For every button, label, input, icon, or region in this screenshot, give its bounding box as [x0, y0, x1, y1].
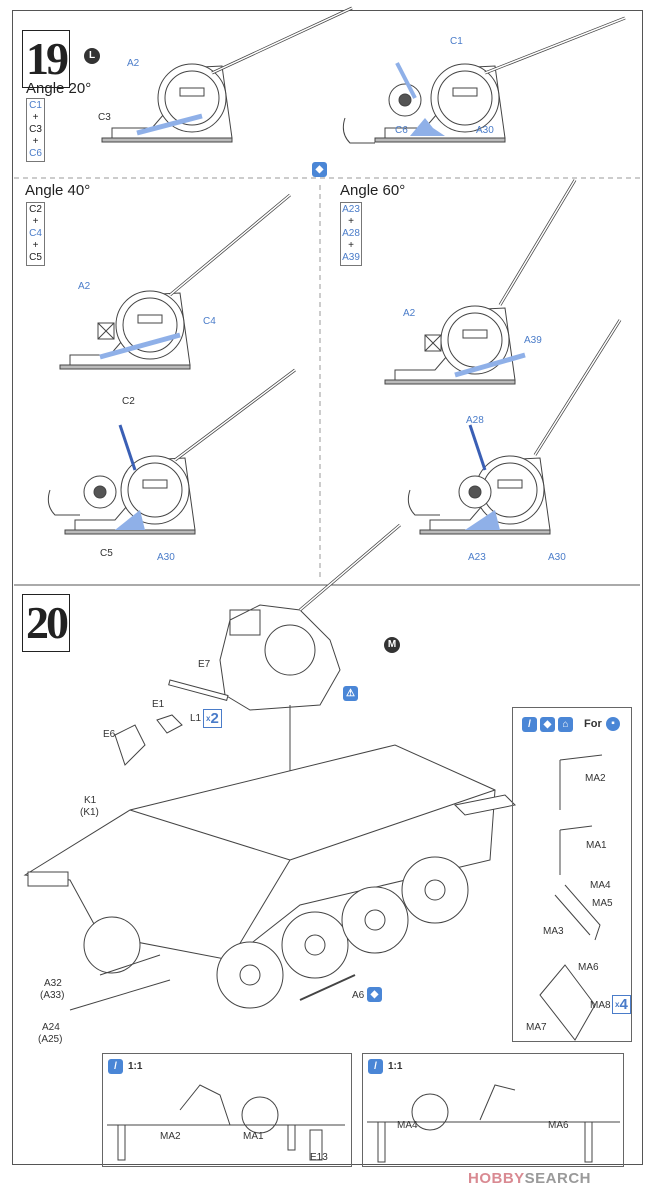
label-a30: A30 [476, 125, 494, 136]
label-l1: L1 [190, 713, 202, 724]
label-ma6: MA6 [578, 962, 599, 973]
label-ma3: MA3 [543, 926, 564, 937]
plus: + [32, 216, 39, 227]
gun-angle40-rear [47, 368, 296, 535]
label-c1: C1 [450, 36, 463, 47]
label-k1: K1 [84, 795, 97, 806]
label-c5: C5 [100, 548, 113, 559]
alternative-option-icon: ◆ [367, 987, 382, 1002]
watermark-part2: SEARCH [524, 1170, 592, 1187]
paint-brush-icon: / [522, 717, 537, 732]
plus: + [32, 240, 39, 251]
alternative-option-icon: ◆ [312, 162, 327, 177]
step-19-number: 19 [22, 30, 70, 88]
qty-value: 2 [210, 710, 219, 727]
label-a25: (A25) [38, 1034, 63, 1045]
label-a2: A2 [403, 308, 416, 319]
label-c6: C6 [395, 125, 408, 136]
part: C1 [29, 100, 42, 111]
label-e13: E13 [310, 1152, 328, 1163]
part: A23 [342, 204, 360, 215]
label-e7: E7 [198, 659, 211, 670]
road-wheels [216, 856, 469, 1009]
part: C2 [29, 204, 42, 215]
sprue-l-marker-icon: L [84, 48, 100, 64]
label-a2: A2 [78, 281, 91, 292]
label-ma7: MA7 [526, 1022, 547, 1033]
label-ma1: MA1 [243, 1131, 264, 1142]
label-a30: A30 [157, 552, 175, 563]
angle-20-title: Angle 20° [26, 80, 92, 97]
label-e6: E6 [103, 729, 116, 740]
plus: + [348, 216, 354, 227]
instruction-page-frame [12, 10, 643, 1165]
label-ma4: MA4 [590, 880, 611, 891]
plus: + [348, 240, 354, 251]
do-not-glue-icon: ⚠ [343, 686, 358, 701]
label-ma1: MA1 [586, 840, 607, 851]
label-ma8: MA8 [590, 1000, 611, 1011]
label-ma6: MA6 [548, 1120, 569, 1131]
ma-parts-drawings [539, 754, 603, 1041]
label-a28: A28 [466, 415, 484, 426]
alternative-option-icon: ◆ [540, 717, 555, 732]
label-a32: A32 [44, 978, 62, 989]
gun-angle20-side [101, 6, 353, 143]
paint-brush-icon: / [368, 1059, 383, 1074]
label-k1-alt: (K1) [80, 807, 99, 818]
angle-40-title: Angle 40° [25, 182, 91, 199]
angle-40-parts-list: C2 + C4 + C5 [26, 202, 45, 266]
detail-drawings [107, 1084, 620, 1163]
label-ma2: MA2 [160, 1131, 181, 1142]
detail-right-scale: 1:1 [388, 1061, 403, 1072]
part: A28 [342, 228, 360, 239]
label-e1: E1 [152, 699, 165, 710]
label-a24: A24 [42, 1022, 60, 1033]
gun-angle60-rear [407, 319, 622, 535]
label-a2: A2 [127, 58, 140, 69]
label-a39: A39 [524, 335, 542, 346]
qty-prefix: x [615, 1000, 620, 1009]
ma-parts-panel [512, 707, 632, 1042]
label-ma4: MA4 [397, 1120, 418, 1131]
part: C5 [29, 252, 42, 263]
gun-angle40-side [59, 193, 291, 370]
label-a23: A23 [468, 552, 486, 563]
part: C4 [29, 228, 42, 239]
plus: + [32, 112, 39, 123]
label-c2: C2 [122, 396, 135, 407]
detail-box-right [362, 1053, 624, 1167]
optional-part-icon: ⌂ [558, 717, 573, 732]
gun-angle60-side [384, 179, 577, 385]
label-c4: C4 [203, 316, 216, 327]
plus: + [32, 136, 39, 147]
version-marker-icon: ▪ [606, 717, 620, 731]
qty-value: 4 [619, 996, 628, 1013]
label-ma5: MA5 [592, 898, 613, 909]
label-a30: A30 [548, 552, 566, 563]
gun-angle20-rear [342, 16, 626, 144]
sprue-m-marker-icon: M [384, 637, 400, 653]
part: C6 [29, 148, 42, 159]
label-a33: (A33) [40, 990, 65, 1001]
step-20-number: 20 [22, 594, 70, 652]
angle-60-parts-list: A23 + A28 + A39 [340, 202, 362, 266]
angle-60-title: Angle 60° [340, 182, 406, 199]
quantity-badge-ma8: x4 [612, 995, 631, 1014]
label-a6: A6 [352, 990, 365, 1001]
label-ma2: MA2 [585, 773, 606, 784]
watermark-logo: HOBBYSEARCH [468, 1170, 591, 1187]
for-label: For [584, 718, 602, 730]
label-c3: C3 [98, 112, 111, 123]
part: C3 [29, 124, 42, 135]
watermark-part1: HOBBY [468, 1170, 525, 1187]
paint-brush-icon: / [108, 1059, 123, 1074]
part: A39 [342, 252, 360, 263]
angle-20-parts-list: C1 + C3 + C6 [26, 98, 45, 162]
qty-prefix: x [206, 714, 211, 723]
detail-box-left [102, 1053, 352, 1167]
detail-left-scale: 1:1 [128, 1061, 143, 1072]
quantity-badge-l1: x2 [203, 709, 222, 728]
hull-assembly [23, 679, 517, 1011]
